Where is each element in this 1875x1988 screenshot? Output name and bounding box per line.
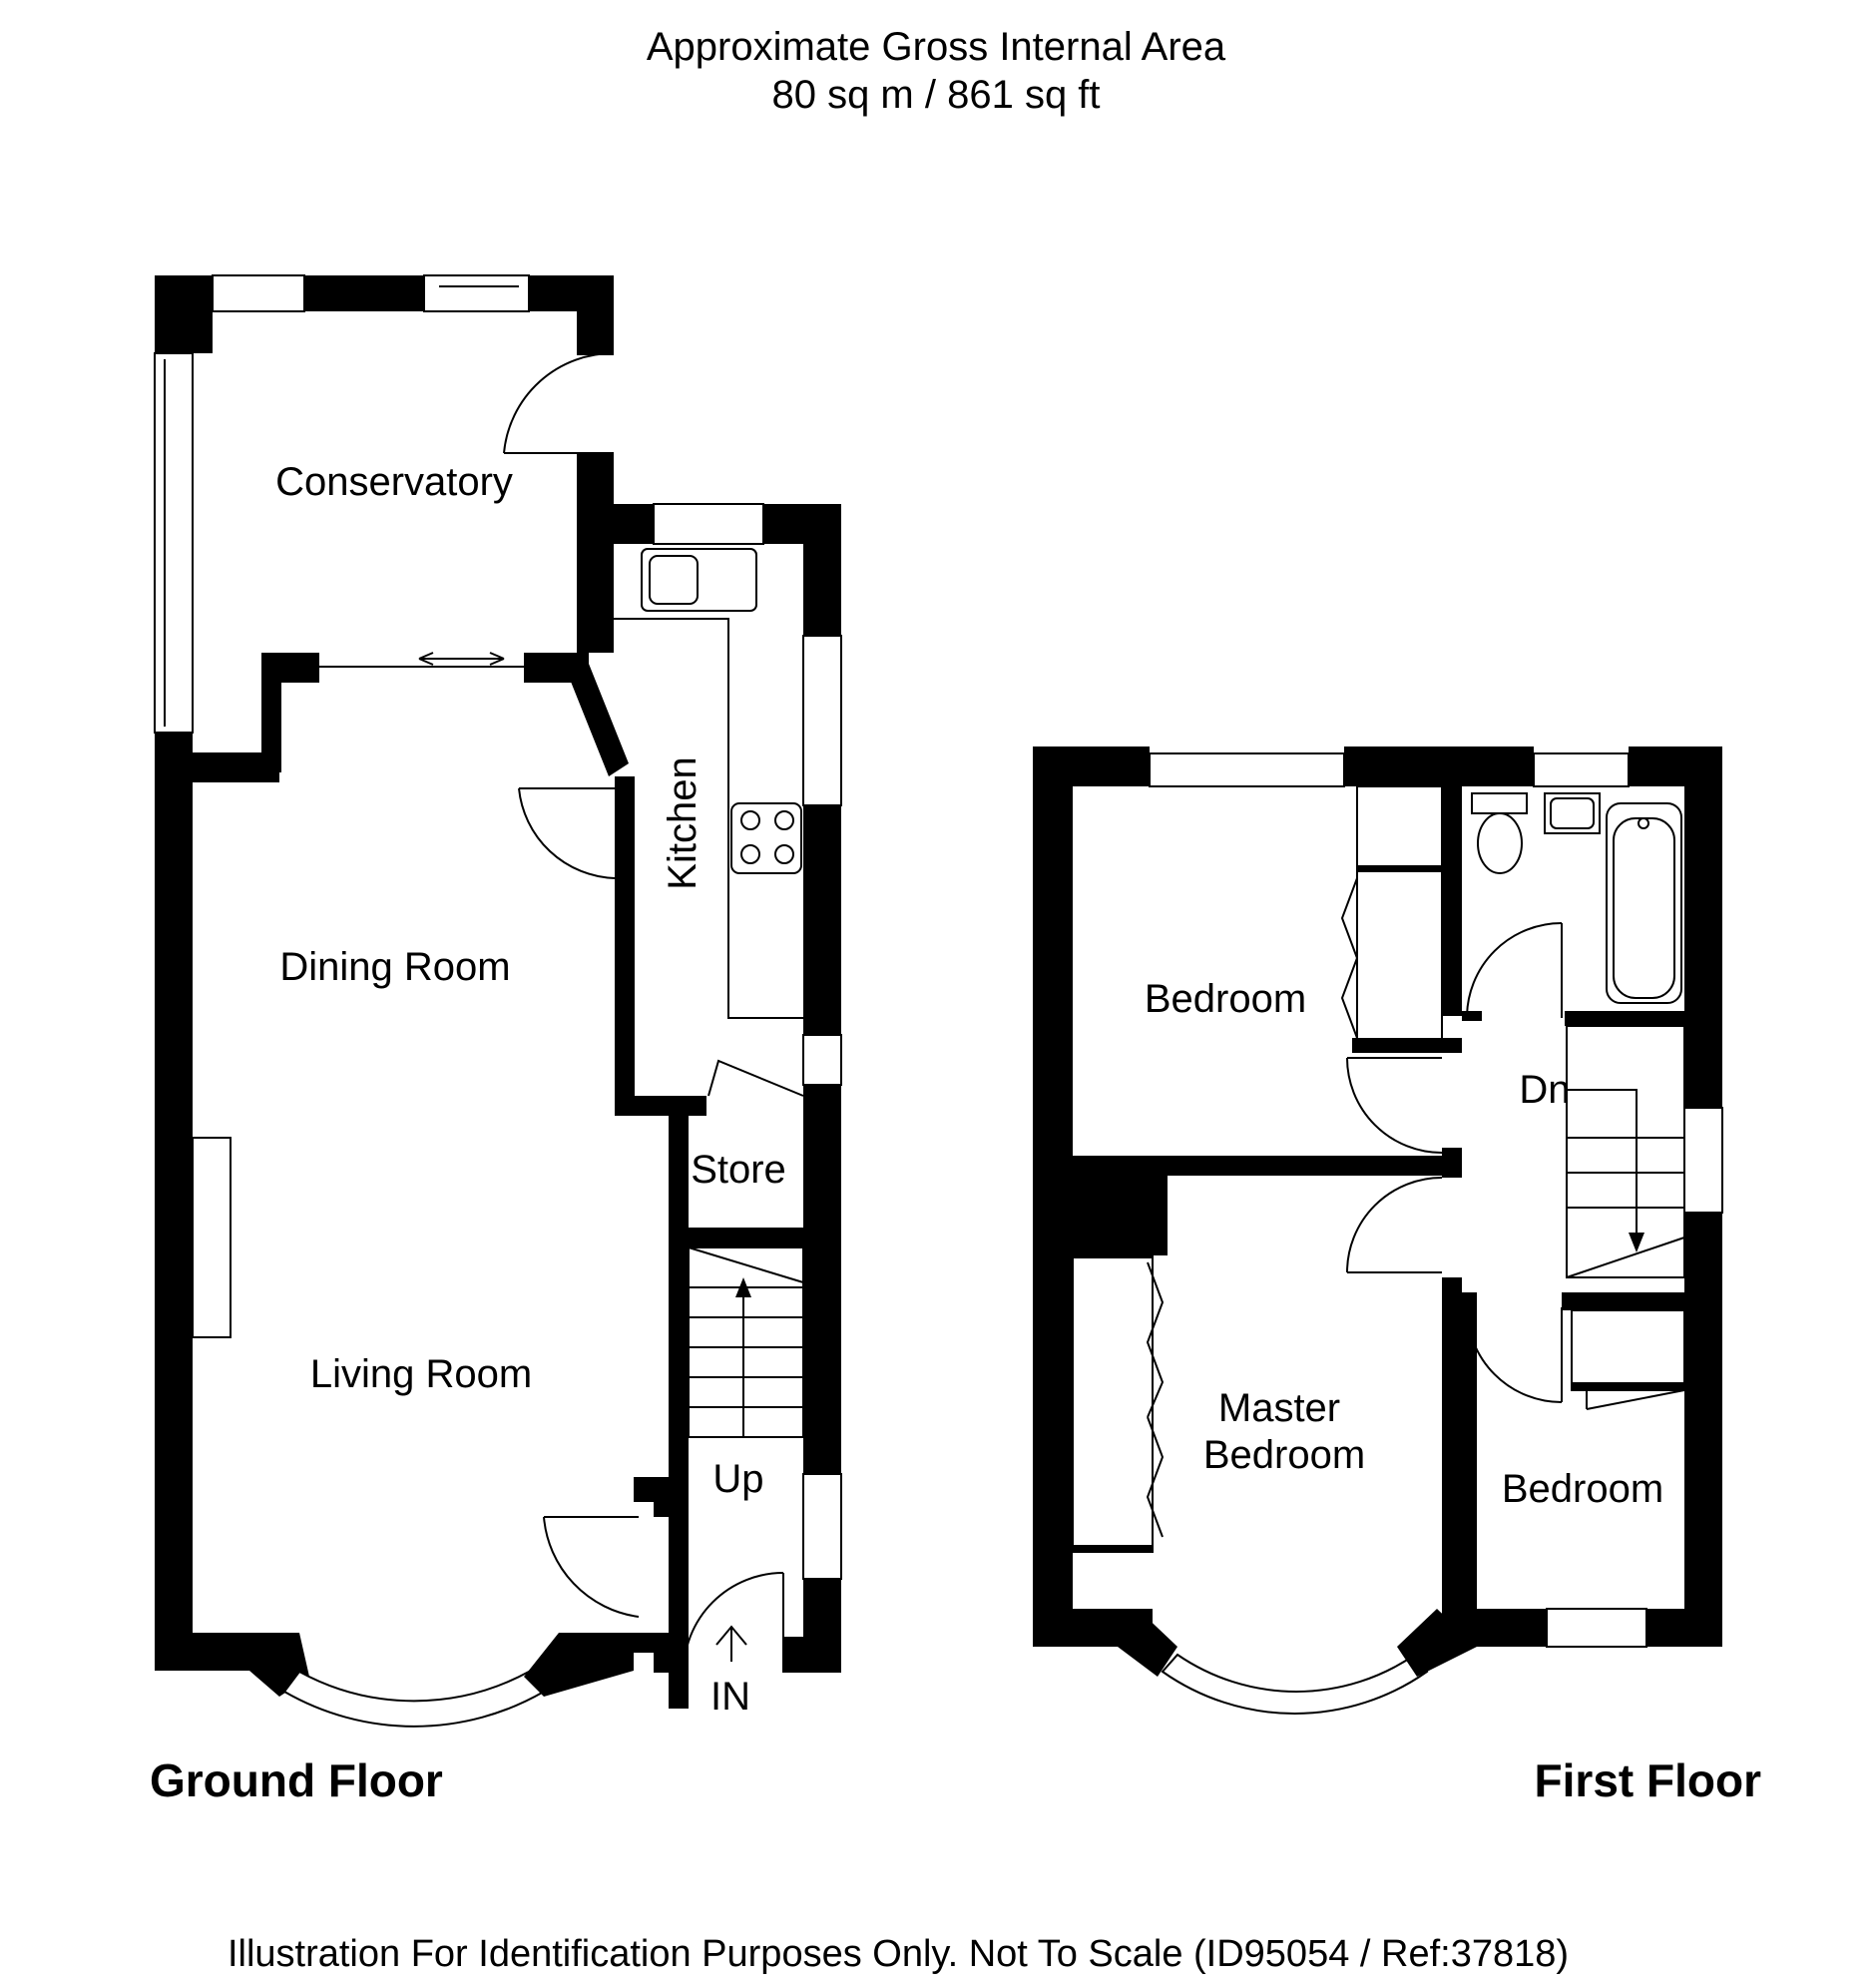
entrance-label: IN: [710, 1675, 750, 1719]
basin-icon: [1544, 792, 1601, 834]
hob-icon: [730, 802, 802, 874]
room-label-master-line1: Master: [1218, 1386, 1340, 1430]
room-label-kitchen: Kitchen: [661, 756, 704, 889]
ground-floor-title: Ground Floor: [150, 1754, 443, 1806]
room-label-living-room: Living Room: [310, 1352, 532, 1396]
disclaimer-text: Illustration For Identification Purposes…: [228, 1933, 1569, 1975]
toilet-icon: [1471, 792, 1528, 874]
room-label-master-line2: Bedroom: [1203, 1433, 1365, 1477]
room-label-bedroom-front: Bedroom: [1145, 977, 1306, 1021]
first-floor-plan: [1033, 746, 1723, 1715]
stairs-down-label: Dn: [1519, 1068, 1570, 1112]
area-value: 80 sq m / 861 sq ft: [771, 73, 1100, 117]
area-title: Approximate Gross Internal Area: [647, 25, 1226, 69]
room-label-bedroom-rear: Bedroom: [1502, 1467, 1663, 1511]
bathtub-icon: [1606, 802, 1682, 1004]
stairs: [688, 1246, 804, 1438]
room-label-store: Store: [691, 1148, 786, 1192]
room-label-conservatory: Conservatory: [275, 460, 513, 504]
entrance-arrow-icon: [715, 1625, 747, 1662]
ground-floor-plan: [154, 274, 842, 1728]
room-label-dining-room: Dining Room: [279, 945, 510, 989]
first-floor-title: First Floor: [1535, 1754, 1762, 1806]
stairs-up-label: Up: [712, 1457, 763, 1501]
stairs: [1566, 1025, 1685, 1278]
